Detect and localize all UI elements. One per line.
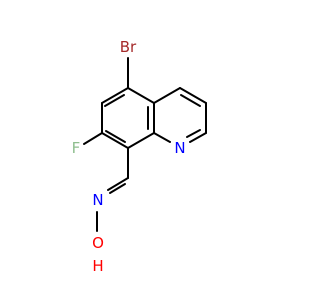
bond-c4-c3-inner bbox=[180, 94, 201, 107]
bond-c8-c8a bbox=[127, 132, 155, 149]
bond-ch-n bbox=[107, 177, 129, 191]
bond-c7-c8-inner bbox=[105, 130, 126, 143]
bond-ch-n-inner bbox=[109, 183, 126, 194]
molecule-structure: Br F N N O H bbox=[72, 38, 207, 275]
bond-n1-c8a bbox=[153, 132, 171, 143]
bond-c2-n1-inner bbox=[186, 129, 201, 138]
bond-c5-c4a bbox=[127, 87, 155, 104]
atom-n-ring: N bbox=[174, 139, 185, 157]
structure-canvas: Br F N N O H bbox=[72, 38, 207, 275]
bond-lines bbox=[83, 57, 207, 232]
bond-c4a-c4 bbox=[153, 87, 181, 104]
bond-c7-c8 bbox=[101, 132, 129, 149]
atom-n-oxime: N bbox=[92, 191, 103, 209]
atom-br: Br bbox=[120, 38, 137, 56]
atom-h: H bbox=[92, 257, 103, 275]
bond-c5-c6 bbox=[101, 87, 129, 104]
atom-f: F bbox=[72, 139, 81, 157]
bond-c2-n1 bbox=[189, 132, 207, 143]
bond-c4-c3 bbox=[179, 87, 207, 104]
bond-c7-f bbox=[83, 132, 103, 145]
atom-o: O bbox=[92, 234, 104, 252]
bond-c5-c6-inner bbox=[104, 94, 125, 107]
